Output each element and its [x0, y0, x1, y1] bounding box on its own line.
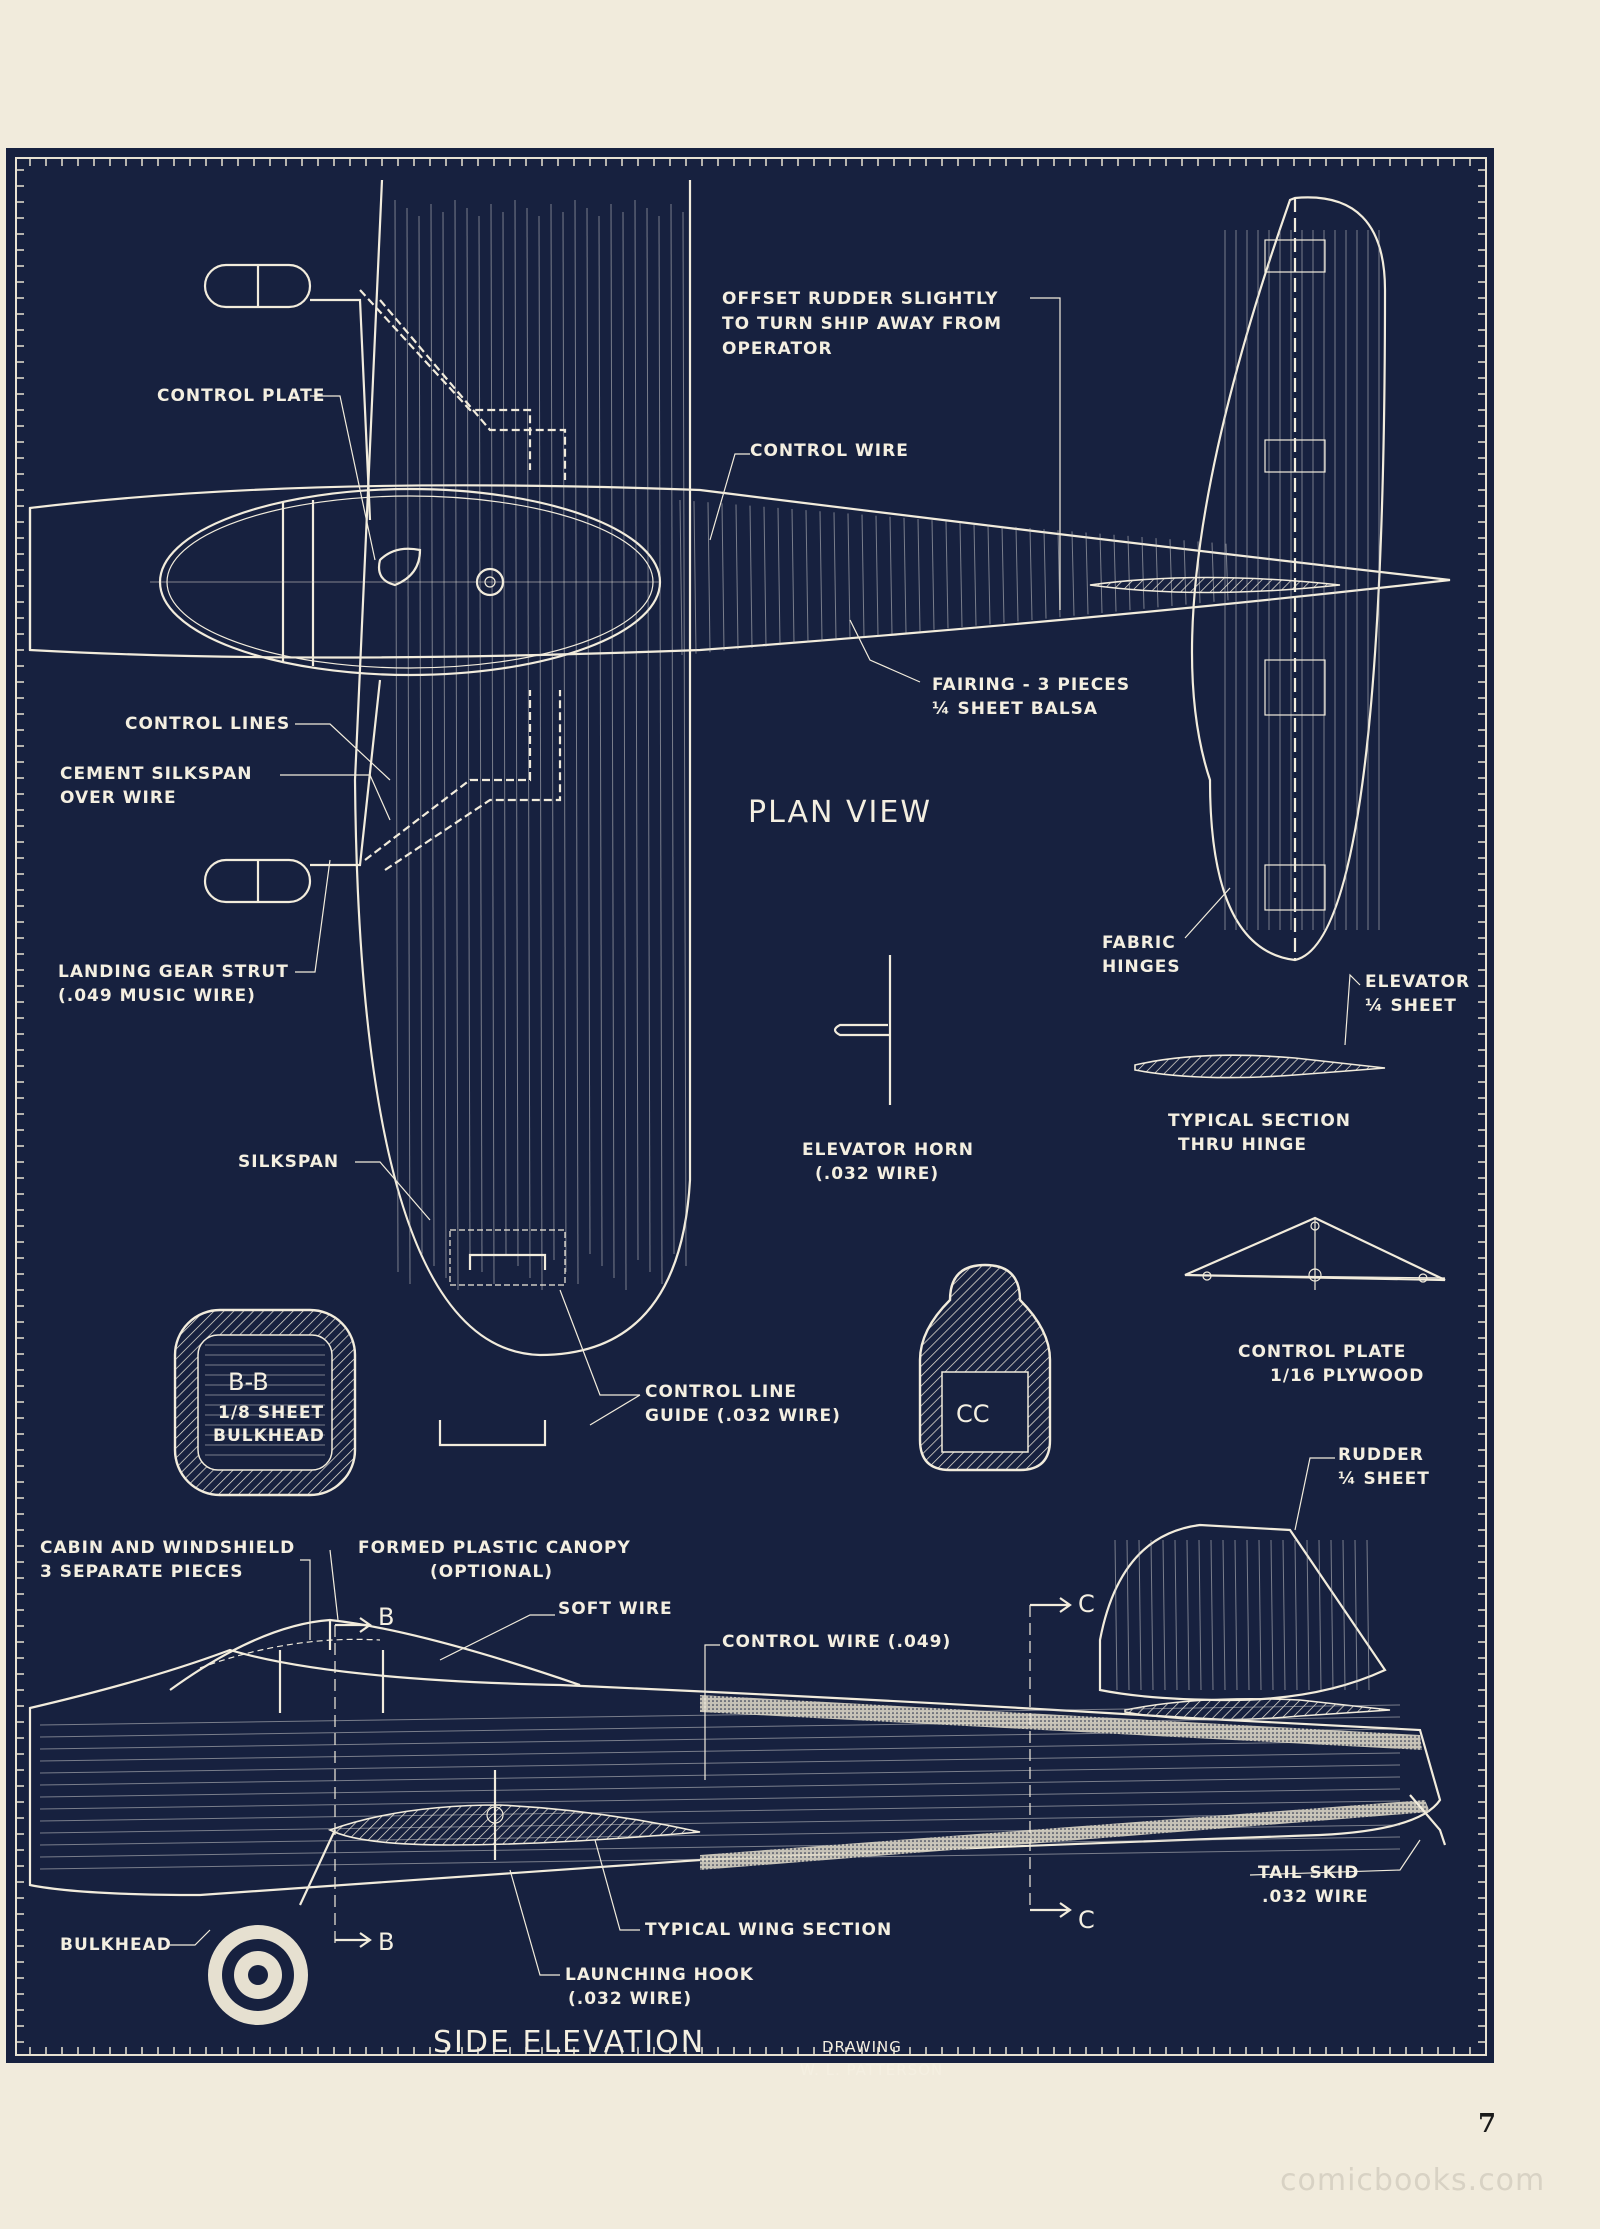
label-canopy-2: (OPTIONAL): [430, 1562, 553, 1582]
label-fabric-2: HINGES: [1102, 957, 1181, 977]
side-elevation-leaders: [170, 1457, 1421, 1976]
bulkhead-bb-detail: B-B 1/8 SHEET BULKHEAD: [173, 1308, 357, 1497]
label-landing-gear-1: LANDING GEAR STRUT: [58, 962, 289, 982]
label-offset-rudder-2: TO TURN SHIP AWAY FROM: [722, 314, 1002, 334]
bb-label-2: BULKHEAD: [213, 1426, 325, 1446]
label-launching-1: LAUNCHING HOOK: [565, 1965, 754, 1985]
plan-view-title: PLAN VIEW: [748, 795, 932, 830]
label-fairing-2: ¼ SHEET BALSA: [932, 699, 1098, 719]
label-fairing-1: FAIRING - 3 PIECES: [932, 675, 1130, 695]
label-cabin-1: CABIN AND WINDSHIELD: [40, 1538, 295, 1558]
label-bulkhead: BULKHEAD: [60, 1935, 172, 1955]
label-control-wire: CONTROL WIRE: [750, 441, 909, 461]
label-tail-skid-1: TAIL SKID: [1258, 1863, 1359, 1883]
label-cement-1: CEMENT SILKSPAN: [60, 764, 252, 784]
label-rudder-2: ¼ SHEET: [1338, 1469, 1430, 1489]
label-typical-section-2: THRU HINGE: [1178, 1135, 1307, 1155]
side-elevation-title: SIDE ELEVATION: [433, 2025, 705, 2060]
label-typical-wing: TYPICAL WING SECTION: [645, 1920, 892, 1940]
label-control-line-guide-2: GUIDE (.032 WIRE): [645, 1406, 841, 1426]
plan-view-labels: OFFSET RUDDER SLIGHTLY TO TURN SHIP AWAY…: [58, 289, 1470, 1426]
label-landing-gear-2: (.049 MUSIC WIRE): [58, 986, 256, 1006]
label-offset-rudder-1: OFFSET RUDDER SLIGHTLY: [722, 289, 998, 309]
credit-line-1: DRAWING: [822, 2038, 902, 2056]
section-mark-c-bottom: C: [1078, 1906, 1095, 1934]
label-elevator-1: ELEVATOR: [1365, 972, 1470, 992]
section-cc-detail: CC: [918, 1263, 1052, 1472]
typical-section-detail: TYPICAL SECTION THRU HINGE: [1134, 1054, 1386, 1155]
label-cabin-2: 3 SEPARATE PIECES: [40, 1562, 243, 1582]
bb-label-1: 1/8 SHEET: [218, 1403, 324, 1423]
label-soft-wire: SOFT WIRE: [558, 1599, 673, 1619]
plan-view-drawing: [28, 179, 1451, 1357]
label-control-line-guide-1: CONTROL LINE: [645, 1382, 797, 1402]
label-rudder-1: RUDDER: [1338, 1445, 1424, 1465]
label-control-wire-049: CONTROL WIRE (.049): [722, 1632, 951, 1652]
fabric-hinge-set: [1264, 239, 1326, 911]
section-mark-b-bottom: B: [378, 1928, 394, 1956]
control-line-guide-wire: [438, 1420, 547, 1447]
side-elevation-labels: RUDDER ¼ SHEET CABIN AND WINDSHIELD 3 SE…: [40, 1445, 1430, 2079]
label-control-plate-2: 1/16 PLYWOOD: [1270, 1366, 1424, 1386]
label-control-lines: CONTROL LINES: [125, 714, 290, 734]
label-canopy-1: FORMED PLASTIC CANOPY: [358, 1538, 631, 1558]
label-elevator-horn-2: (.032 WIRE): [815, 1164, 939, 1184]
side-elevation-drawing: [28, 1523, 1447, 2025]
label-typical-section-1: TYPICAL SECTION: [1168, 1111, 1351, 1131]
elevator-horn-detail: ELEVATOR HORN (.032 WIRE): [802, 955, 974, 1184]
label-elevator-horn-1: ELEVATOR HORN: [802, 1140, 974, 1160]
section-mark-c-top: C: [1078, 1590, 1095, 1618]
label-tail-skid-2: .032 WIRE: [1262, 1887, 1369, 1907]
label-control-plate-1: CONTROL PLATE: [1238, 1342, 1406, 1362]
label-silkspan: SILKSPAN: [238, 1152, 339, 1172]
label-fabric-1: FABRIC: [1102, 933, 1176, 953]
cc-title: CC: [956, 1400, 990, 1428]
label-offset-rudder-3: OPERATOR: [722, 339, 833, 359]
plan-view-leaders: [280, 297, 1361, 1426]
blueprint-inner-border: [15, 157, 1487, 2056]
label-launching-2: (.032 WIRE): [568, 1989, 692, 2009]
control-plate-detail: CONTROL PLATE 1/16 PLYWOOD: [1184, 1216, 1446, 1386]
page-number: 7: [1478, 2109, 1496, 2139]
blueprint-background: [6, 148, 1494, 2063]
border-ticks: [16, 158, 1486, 2055]
label-elevator-2: ¼ SHEET: [1365, 996, 1457, 1016]
label-control-plate: CONTROL PLATE: [157, 386, 325, 406]
credit-line-2: W. L. PATTERSON: [800, 2061, 943, 2079]
landing-wheel: [208, 1925, 308, 2025]
section-mark-b-top: B: [378, 1603, 394, 1631]
bb-title: B-B: [228, 1368, 269, 1396]
watermark: comicbooks.com: [1280, 2163, 1545, 2198]
label-cement-2: OVER WIRE: [60, 788, 177, 808]
